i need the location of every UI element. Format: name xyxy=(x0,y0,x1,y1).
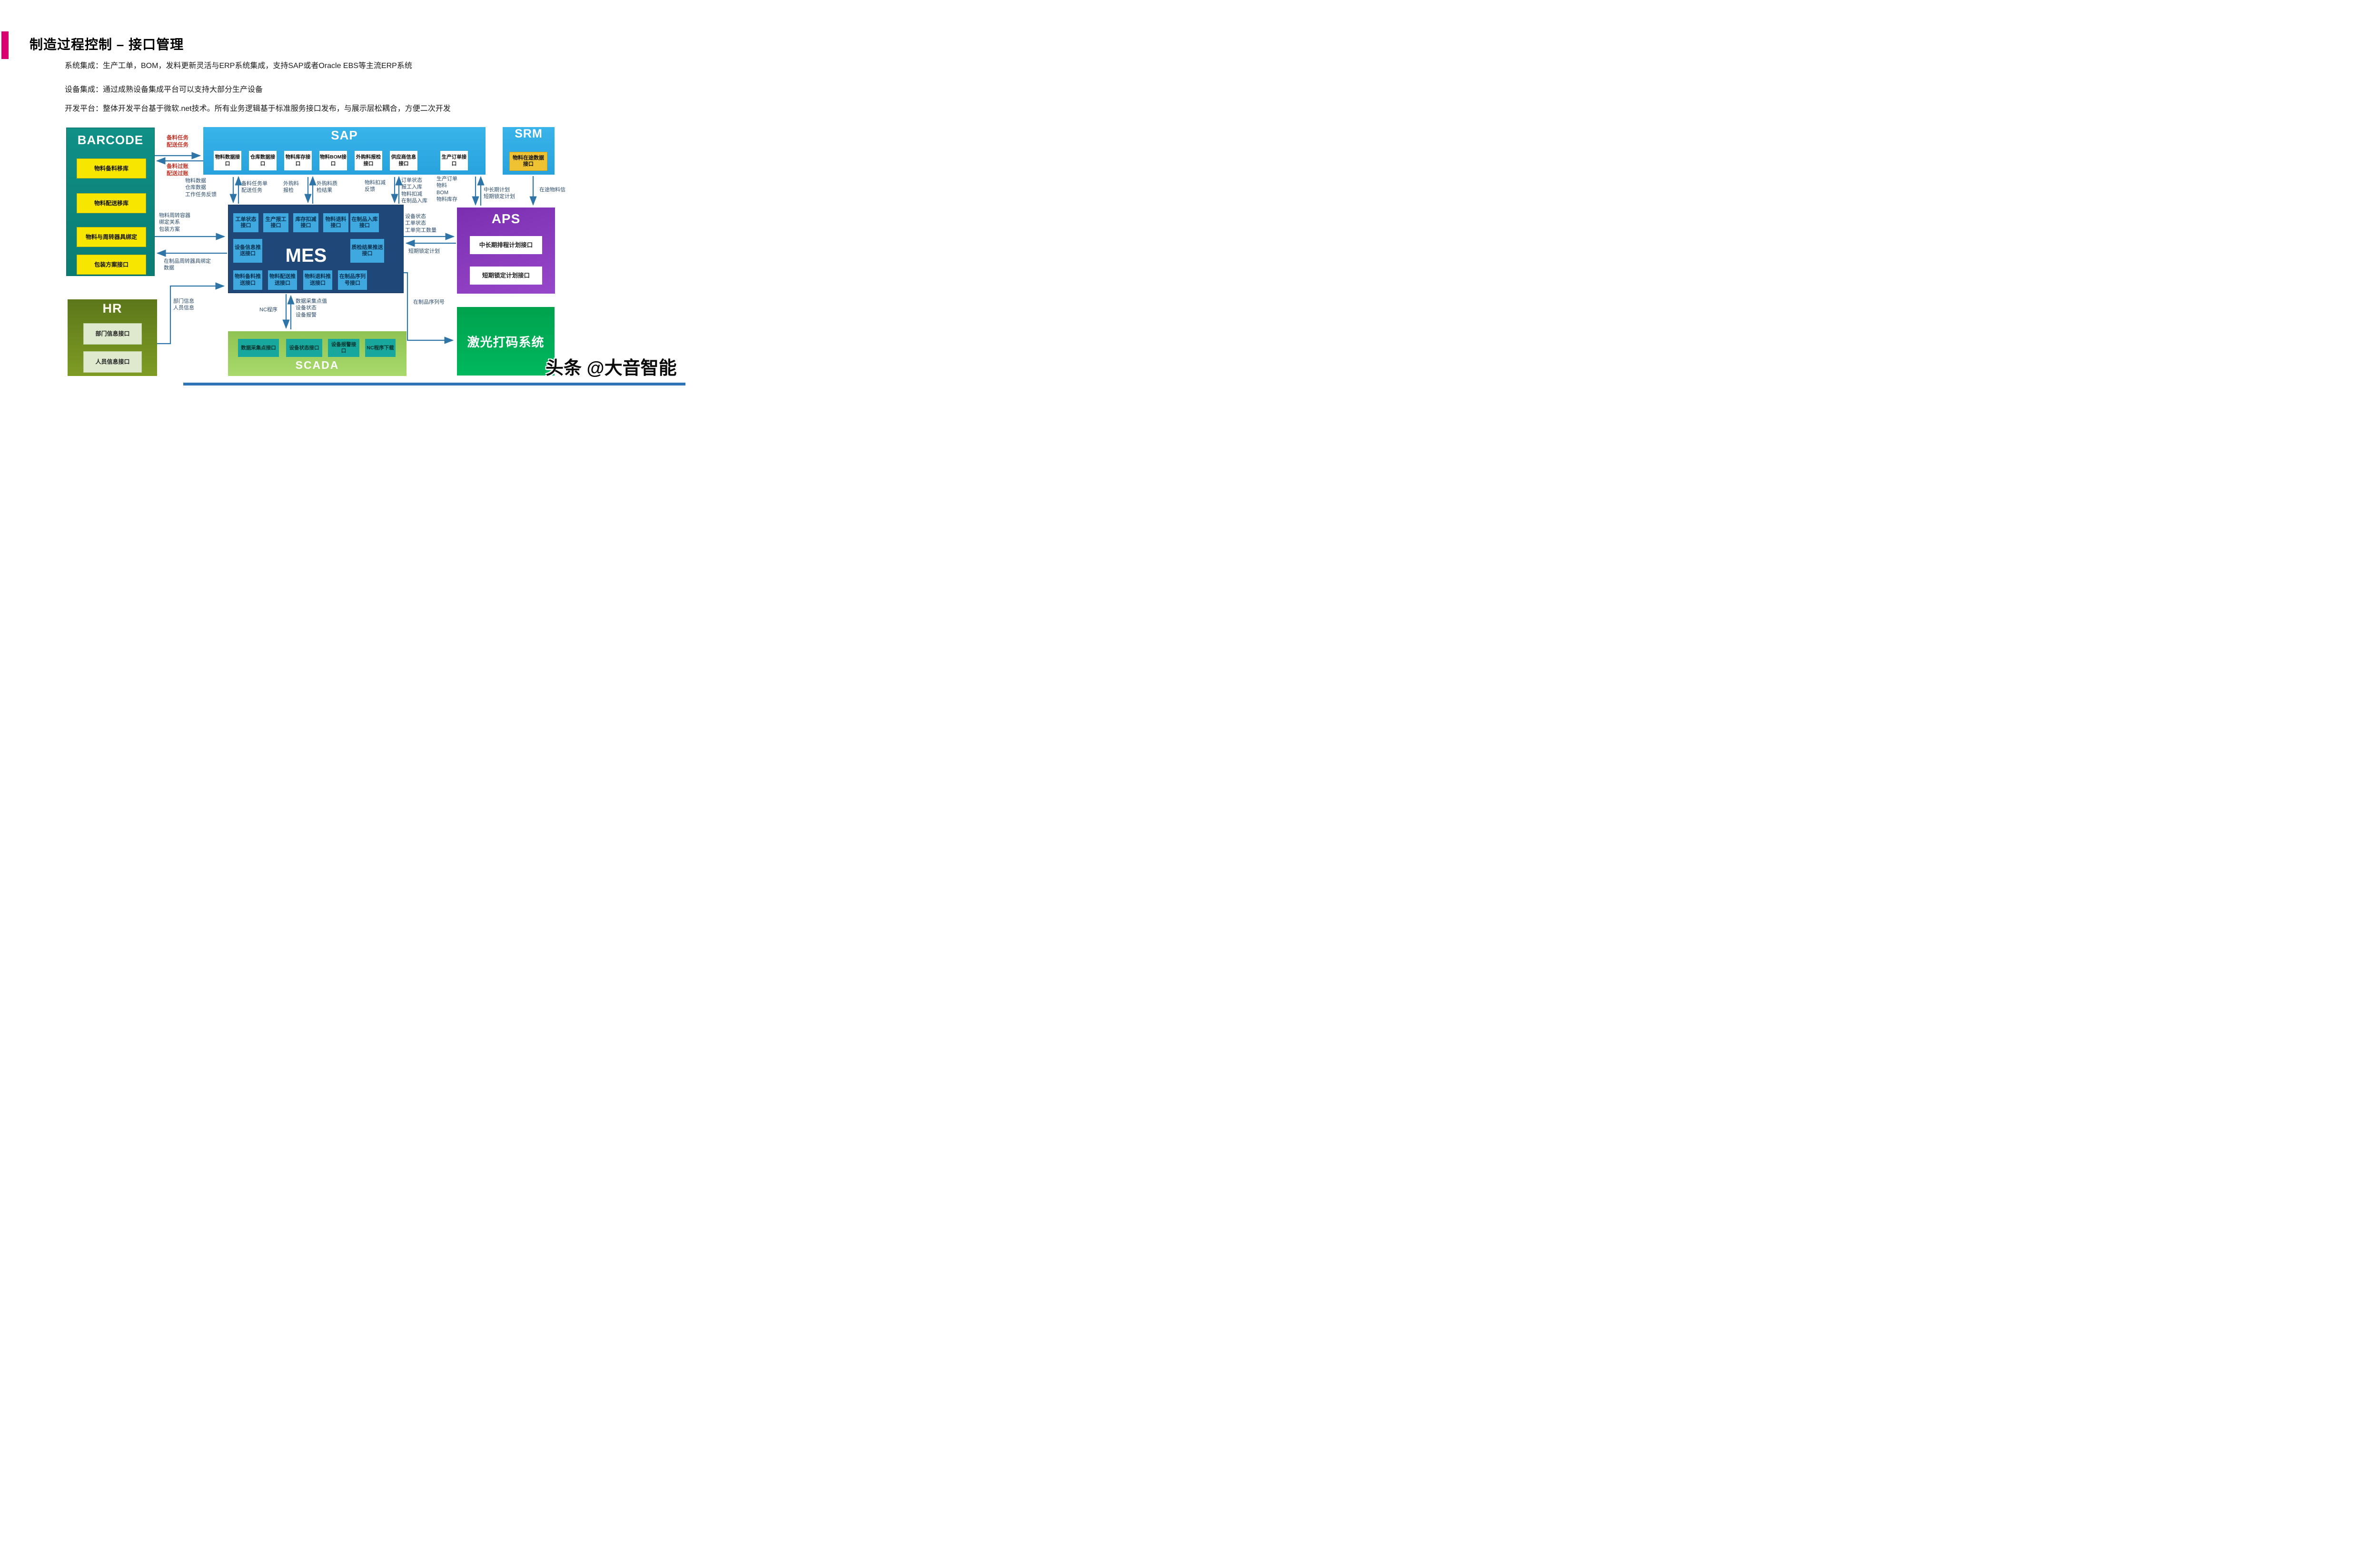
mes-item-wip-storage: 在制品入库接口 xyxy=(350,213,379,232)
aps-title: APS xyxy=(491,211,521,226)
flow-label-sap-to-mes-tasks: 备料任务单 配送任务 xyxy=(241,181,268,194)
mes-item-wip-serial: 在制品序列号接口 xyxy=(338,270,367,290)
system-srm: SRM 物料在途数据接口 xyxy=(503,127,555,175)
hr-title: HR xyxy=(102,301,122,316)
system-hr: HR 部门信息接口 人员信息接口 xyxy=(68,299,157,376)
sap-item-material-data: 物料数据接口 xyxy=(214,151,241,170)
sap-item-warehouse-data: 仓库数据接口 xyxy=(249,151,277,170)
sap-item-material-stock: 物料库存接口 xyxy=(284,151,312,170)
sap-item-purchase-inspect: 外购料报检接口 xyxy=(355,151,382,170)
hr-item-department-info: 部门信息接口 xyxy=(83,323,142,345)
slide: 制造过程控制 – 接口管理 系统集成：生产工单，BOM，发料更新灵活与ERP系统… xyxy=(0,0,685,386)
sap-item-supplier-info: 供应商信息接口 xyxy=(390,151,417,170)
flow-label-mes-to-aps-status: 设备状态 工单状态 工单完工数量 xyxy=(405,214,436,233)
mes-item-material-return-push: 物料退料推送接口 xyxy=(303,270,332,290)
aps-item-longterm-schedule: 中长期排程计划接口 xyxy=(470,236,542,254)
sap-item-production-order: 生产订单接口 xyxy=(440,151,468,170)
bottom-bar xyxy=(183,383,685,386)
bullet-dev-platform: 开发平台：整体开发平台基于微软.net技术。所有业务逻辑基于标准服务接口发布，与… xyxy=(65,105,451,113)
mes-item-quality-result-push: 质检结果推送接口 xyxy=(350,239,384,263)
watermark: 头条 @大音智能 xyxy=(545,358,677,378)
mes-item-material-return: 物料退料接口 xyxy=(323,213,348,232)
flow-label-mes-to-scada-nc: NC程序 xyxy=(259,307,278,313)
flow-label-aps-to-mes-plan: 短期锁定计划 xyxy=(408,248,440,254)
sap-title: SAP xyxy=(331,128,358,142)
barcode-title: BARCODE xyxy=(77,133,144,147)
system-laser-marking: 激光打码系统 xyxy=(457,307,555,376)
bullet-device-integration: 设备集成：通过成熟设备集成平台可以支持大部分生产设备 xyxy=(65,86,263,94)
flow-label-barcode-to-sap: 备料任务 配送任务 xyxy=(167,135,188,148)
bullet-system-integration: 系统集成：生产工单，BOM，发料更新灵活与ERP系统集成，支持SAP或者Orac… xyxy=(65,62,412,70)
system-barcode: BARCODE 物料备料移库 物料配送移库 物料与周转器具绑定 包装方案接口 xyxy=(66,128,155,276)
mes-item-production-report: 生产报工接口 xyxy=(263,213,288,232)
flow-label-hr-to-mes: 部门信息 人员信息 xyxy=(173,298,194,311)
flow-label-srm-to-aps: 在途物料信 xyxy=(539,187,565,193)
flow-label-sap-to-mes-quality: 外购料质 检结果 xyxy=(317,181,337,194)
flow-label-mes-to-sap-inspect: 外购料 报检 xyxy=(283,181,299,194)
hr-item-personnel-info: 人员信息接口 xyxy=(83,351,142,373)
flow-label-sap-to-barcode: 备料过账 配送过账 xyxy=(167,164,188,177)
system-scada: 数据采集点接口 设备状态接口 设备报警接口 NC程序下载 SCADA xyxy=(228,331,407,376)
system-aps: APS 中长期排程计划接口 短期锁定计划接口 xyxy=(457,208,555,294)
flow-label-sap-mes-feedback: 物料数据 仓库数据 工作任务反馈 xyxy=(185,178,217,198)
scada-item-nc-download: NC程序下载 xyxy=(365,339,396,357)
flow-label-aps-to-sap-plans: 中长期计划 短期锁定计划 xyxy=(484,187,515,200)
barcode-item-packaging-interface: 包装方案接口 xyxy=(77,255,146,275)
flow-label-scada-to-mes-data: 数据采集点值 设备状态 设备报警 xyxy=(296,298,327,318)
barcode-item-container-binding: 物料与周转器具绑定 xyxy=(77,227,146,247)
mes-title: MES xyxy=(285,245,327,266)
system-mes: MES 工单状态接口 生产报工接口 库存扣减接口 物料退料接口 在制品入库接口 … xyxy=(228,205,404,293)
mes-item-stock-deduction: 库存扣减接口 xyxy=(293,213,318,232)
laser-title: 激光打码系统 xyxy=(467,335,545,349)
mes-item-material-prep-push: 物料备料推送接口 xyxy=(233,270,262,290)
sap-item-material-bom: 物料BOM接口 xyxy=(319,151,347,170)
srm-item-material-in-transit: 物料在途数据接口 xyxy=(509,152,547,171)
srm-title: SRM xyxy=(515,127,543,140)
scada-item-device-alarm: 设备报警接口 xyxy=(328,339,359,357)
scada-item-device-status: 设备状态接口 xyxy=(286,339,322,357)
scada-item-data-collect-point: 数据采集点接口 xyxy=(238,339,279,357)
flow-label-barcode-to-mes-bind: 物料周转容器 绑定关系 包装方案 xyxy=(159,213,190,232)
page-title: 制造过程控制 – 接口管理 xyxy=(30,37,184,52)
mes-item-material-deliver-push: 物料配送推送接口 xyxy=(268,270,297,290)
scada-title: SCADA xyxy=(295,359,339,371)
mes-item-device-info-push: 设备信息推送接口 xyxy=(233,239,262,263)
aps-item-shortterm-lock: 短期锁定计划接口 xyxy=(470,267,542,285)
barcode-item-material-prep-move: 物料备料移库 xyxy=(77,158,146,178)
flow-label-mes-to-sap-deduct: 物料扣减 反馈 xyxy=(365,180,386,193)
accent-bar xyxy=(1,31,9,59)
barcode-item-material-deliver-move: 物料配送移库 xyxy=(77,193,146,213)
mes-item-workorder-status: 工单状态接口 xyxy=(233,213,258,232)
flow-label-mes-to-laser: 在制品序列号 xyxy=(413,299,445,305)
flow-label-mes-to-sap-status: 订单状态 报工入库 物料扣减 在制品入库 xyxy=(401,178,427,204)
system-sap: SAP 物料数据接口 仓库数据接口 物料库存接口 物料BOM接口 外购料报检接口… xyxy=(203,127,486,175)
flow-label-sap-to-aps-orders: 生产订单 物料 BOM 物料库存 xyxy=(436,176,457,202)
flow-label-mes-to-barcode-bind: 在制品周转器具绑定 数据 xyxy=(164,258,211,271)
